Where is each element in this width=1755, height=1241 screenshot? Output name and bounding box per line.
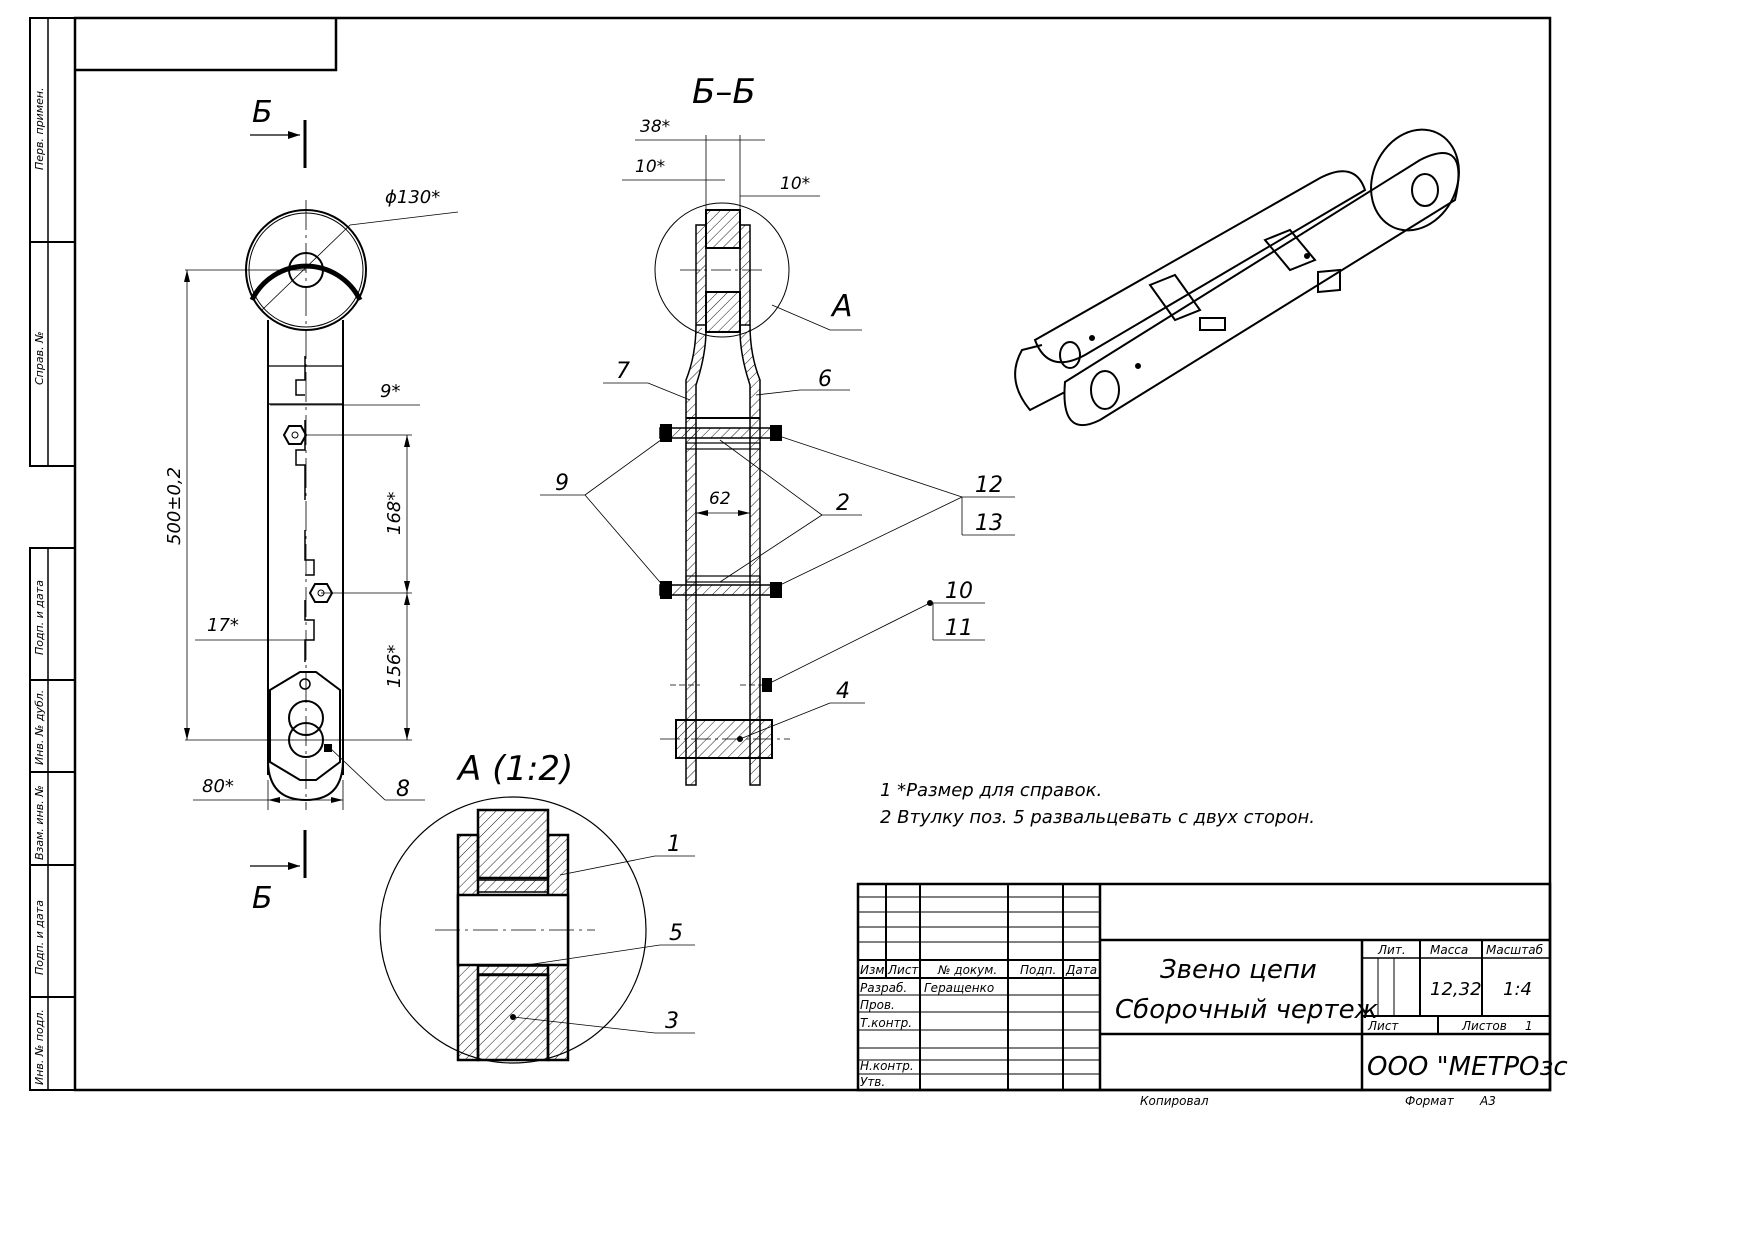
dim-10-left: 10* xyxy=(635,157,665,177)
pos-7: 7 xyxy=(616,359,630,384)
note-1: 1 *Размер для справок. xyxy=(880,780,1102,801)
dim-10-right: 10* xyxy=(780,174,810,194)
tb-format-value: А3 xyxy=(1479,1094,1496,1108)
label-podp-data-2: Подп. и дата xyxy=(33,900,46,975)
tb-format-label: Формат xyxy=(1405,1094,1455,1108)
pos-4: 4 xyxy=(836,679,850,704)
label-inv-dubl: Инв. № дубл. xyxy=(33,690,46,765)
drawing-sheet: Перв. примен. Справ. № Подп. и дата Инв.… xyxy=(29,16,1568,1108)
pos-12: 12 xyxy=(975,473,1003,498)
dim-9: 9* xyxy=(380,381,400,402)
tb-podp: Подп. xyxy=(1020,963,1056,977)
tb-listov-label: Листов xyxy=(1461,1019,1507,1033)
pos-1: 1 xyxy=(667,832,681,857)
tb-tkontr: Т.контр. xyxy=(860,1016,912,1030)
pos-10: 10 xyxy=(945,579,973,604)
tb-nkontr: Н.контр. xyxy=(860,1059,914,1073)
dim-diameter: ϕ130* xyxy=(385,187,440,208)
dim-length: 500±0,2 xyxy=(164,467,185,545)
detail-title: А (1:2) xyxy=(456,749,573,789)
pos-2: 2 xyxy=(836,491,850,516)
notes: 1 *Размер для справок. 2 Втулку поз. 5 р… xyxy=(880,780,1315,828)
label-sprav-no: Справ. № xyxy=(33,331,46,385)
note-2: 2 Втулку поз. 5 развальцевать с двух сто… xyxy=(880,807,1315,828)
tb-kopiroval: Копировал xyxy=(1140,1094,1209,1108)
pos-9: 9 xyxy=(555,471,569,496)
dim-38: 38* xyxy=(640,117,670,137)
pos-11: 11 xyxy=(945,616,973,641)
dim-62: 62 xyxy=(709,489,731,509)
detail-view: А (1:2) 1 5 3 xyxy=(379,749,695,1064)
isometric-view xyxy=(1014,128,1460,426)
dim-168: 168* xyxy=(384,492,405,535)
pos-3: 3 xyxy=(665,1009,679,1034)
pos-6: 6 xyxy=(818,367,832,392)
tb-izm: Изм. xyxy=(860,963,888,977)
section-letter-top: Б xyxy=(252,95,273,130)
tb-name-line1: Звено цепи xyxy=(1160,955,1317,985)
tb-listov-value: 1 xyxy=(1525,1019,1533,1033)
label-perv-primen: Перв. примен. xyxy=(33,87,46,170)
pos-5: 5 xyxy=(669,921,683,946)
section-title: Б–Б xyxy=(692,72,756,112)
side-strip: Перв. примен. Справ. № Подп. и дата Инв.… xyxy=(33,87,46,1085)
tb-massa-value: 12,32 xyxy=(1430,979,1482,1000)
tb-prov: Пров. xyxy=(860,998,895,1012)
pos-8: 8 xyxy=(396,777,410,802)
tb-org: ООО "МЕТРОзск" xyxy=(1367,1052,1568,1082)
tb-n-dokum: № докум. xyxy=(937,963,997,977)
tb-lit: Лит. xyxy=(1377,943,1406,957)
label-vzam-inv: Взам. инв. № xyxy=(33,785,46,860)
tb-name-line2: Сборочный чертеж xyxy=(1115,995,1379,1025)
tb-utv: Утв. xyxy=(860,1075,885,1089)
tb-razrab: Разраб. xyxy=(860,981,907,995)
section-letter-bottom: Б xyxy=(252,881,273,916)
title-block: Изм. Лист № докум. Подп. Дата Разраб. Ге… xyxy=(856,882,1568,1108)
tb-masshtab: Масштаб xyxy=(1486,943,1544,957)
label-inv-podl: Инв. № подл. xyxy=(33,1009,46,1085)
tb-list-label: Лист xyxy=(1367,1019,1399,1033)
tb-data: Дата xyxy=(1065,963,1097,977)
section-view: Б–Б 38* 10* 10* А xyxy=(540,72,1015,786)
tb-massa: Масса xyxy=(1430,943,1468,957)
tb-list: Лист xyxy=(887,963,919,977)
front-view: Б Б 500±0,2 xyxy=(164,95,459,916)
dim-156: 156* xyxy=(384,645,405,688)
dim-80: 80* xyxy=(202,776,234,797)
label-podp-data-1: Подп. и дата xyxy=(33,580,46,655)
pos-13: 13 xyxy=(975,511,1003,536)
detail-ref: А xyxy=(830,289,853,324)
tb-razrab-name: Геращенко xyxy=(924,981,994,995)
tb-masshtab-value: 1:4 xyxy=(1503,979,1532,1000)
dim-17: 17* xyxy=(207,615,239,636)
sheet-frame xyxy=(29,16,1552,1092)
